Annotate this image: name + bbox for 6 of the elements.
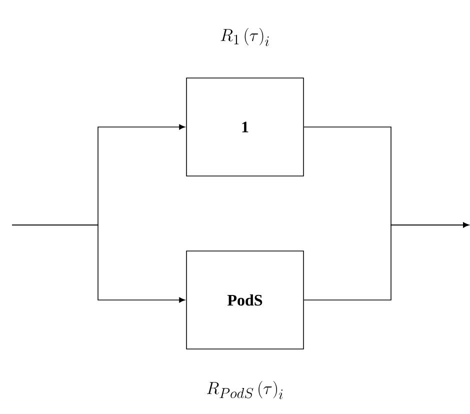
formula-label: $R_{PodS}\left(\tau\right)_{i}$ <box>206 381 283 400</box>
formula-label: $R_{1}\left(\tau\right)_{i}$ <box>220 28 269 46</box>
process-box: PodS <box>186 250 304 350</box>
connector-arrow <box>304 222 469 300</box>
connector-arrow <box>12 224 186 303</box>
process-box: 1 <box>186 78 304 176</box>
